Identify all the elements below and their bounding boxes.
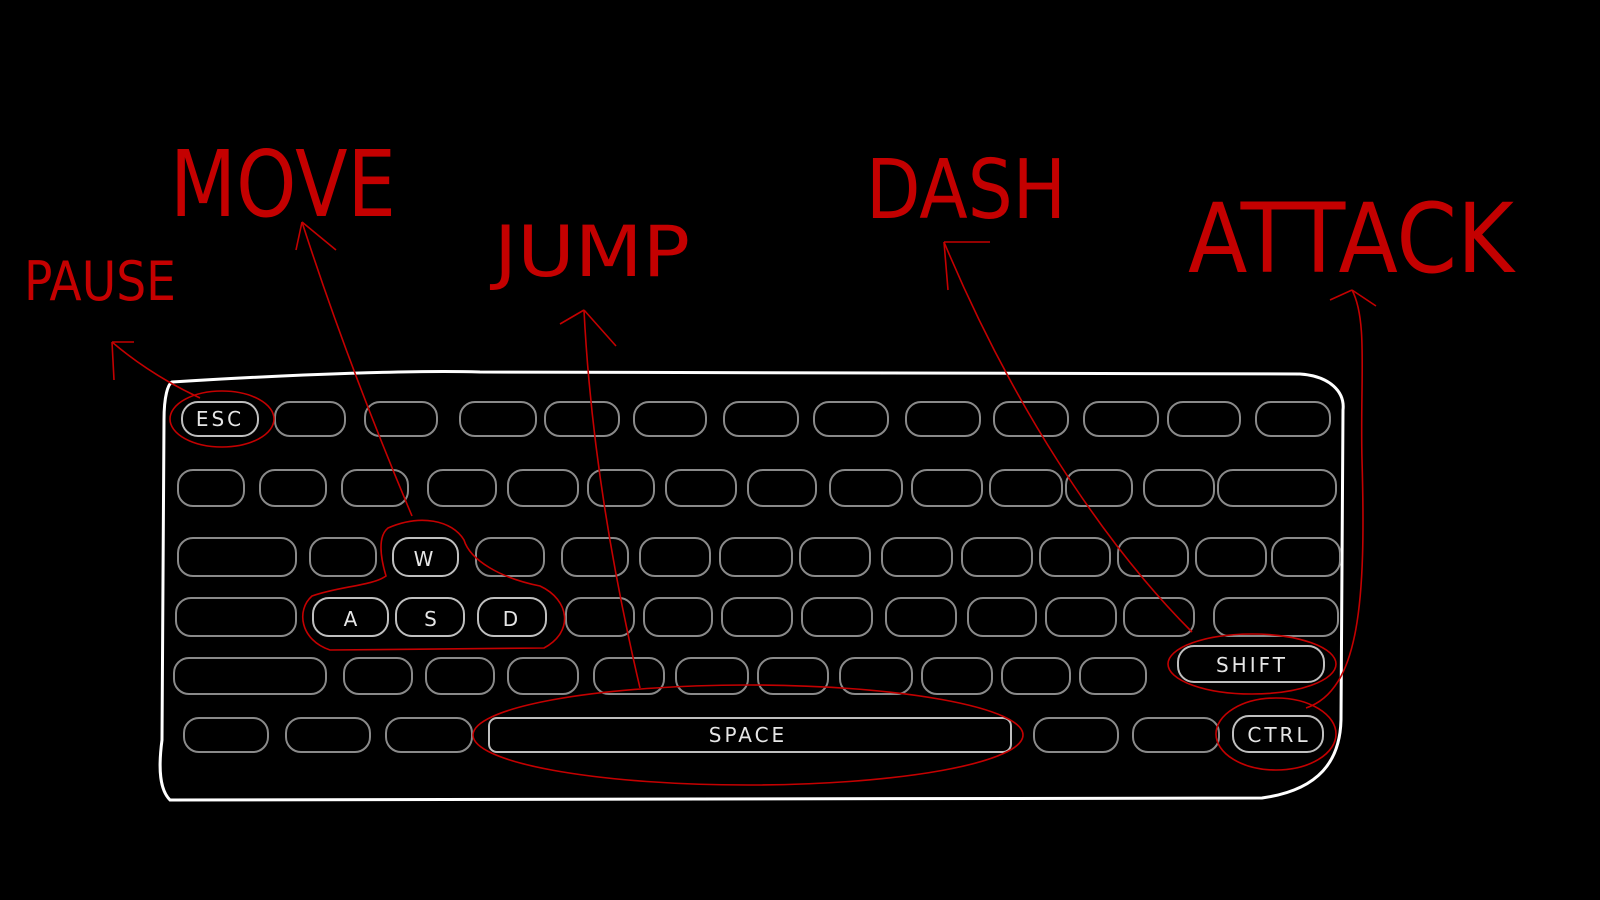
keyboard-key xyxy=(813,401,889,437)
keyboard-key xyxy=(1083,401,1159,437)
keyboard-key xyxy=(343,657,413,695)
jump-arrow xyxy=(559,309,641,689)
keyboard-key xyxy=(259,469,327,507)
keyboard-key xyxy=(427,469,497,507)
keyboard-key xyxy=(993,401,1069,437)
keyboard-key xyxy=(639,537,711,577)
d-key-label: D xyxy=(503,607,521,631)
keyboard-key xyxy=(829,469,903,507)
s-key-label: S xyxy=(424,607,440,631)
jump-label: JUMP xyxy=(490,211,690,293)
keyboard-key xyxy=(967,597,1037,637)
plain-keys xyxy=(173,401,1341,753)
keyboard-key xyxy=(177,537,297,577)
keyboard-key xyxy=(881,537,953,577)
shift-key: SHIFT xyxy=(1177,645,1325,683)
keyboard-key xyxy=(561,537,629,577)
dash-arrow xyxy=(943,241,1193,633)
keyboard-key xyxy=(665,469,737,507)
keyboard-key xyxy=(1039,537,1111,577)
keyboard-key xyxy=(839,657,913,695)
esc-key: ESC xyxy=(181,401,259,437)
keyboard-key xyxy=(1132,717,1220,753)
keyboard-key xyxy=(633,401,707,437)
ctrl-key: CTRL xyxy=(1232,715,1324,753)
a-key-label: A xyxy=(344,607,361,631)
keyboard-key xyxy=(921,657,993,695)
keyboard-key xyxy=(1271,537,1341,577)
keyboard-key xyxy=(1065,469,1133,507)
keyboard-key xyxy=(1123,597,1195,637)
keyboard-key xyxy=(1255,401,1331,437)
keyboard-key xyxy=(309,537,377,577)
w-key-label: W xyxy=(414,547,437,571)
move-label: MOVE xyxy=(170,131,396,238)
keyboard-key xyxy=(1217,469,1337,507)
keyboard-key xyxy=(1213,597,1339,637)
keyboard-key xyxy=(565,597,635,637)
keyboard-key xyxy=(587,469,655,507)
keyboard-key xyxy=(1001,657,1071,695)
keyboard-key xyxy=(475,537,545,577)
attack-label: ATTACK xyxy=(1188,183,1516,295)
keyboard-key xyxy=(1033,717,1119,753)
keyboard-key xyxy=(1117,537,1189,577)
keyboard-key xyxy=(364,401,438,437)
keyboard-key xyxy=(801,597,873,637)
d-key: D xyxy=(477,597,547,637)
keyboard-key xyxy=(961,537,1033,577)
ctrl-highlight xyxy=(1215,697,1337,771)
wasd-highlight xyxy=(301,519,566,651)
pause-arrow xyxy=(111,341,201,399)
keyboard-key xyxy=(175,597,297,637)
a-key: A xyxy=(312,597,389,637)
keyboard-key xyxy=(274,401,346,437)
keyboard-key xyxy=(183,717,269,753)
keyboard-key xyxy=(507,657,579,695)
space-key: SPACE xyxy=(488,717,1012,753)
space-key-label: SPACE xyxy=(709,723,787,747)
pause-label: PAUSE xyxy=(24,250,176,313)
keyboard-key xyxy=(723,401,799,437)
keyboard-frame xyxy=(158,369,1345,802)
keyboard-key xyxy=(1195,537,1267,577)
s-key: S xyxy=(395,597,465,637)
keyboard-key xyxy=(173,657,327,695)
keyboard-key xyxy=(1167,401,1241,437)
keyboard-key xyxy=(885,597,957,637)
ctrl-key-label: CTRL xyxy=(1247,723,1310,747)
keyboard-key xyxy=(1143,469,1215,507)
keyboard-key xyxy=(1079,657,1147,695)
move-arrow xyxy=(295,221,413,517)
keyboard-key xyxy=(341,469,409,507)
keyboard-key xyxy=(593,657,665,695)
keyboard-key xyxy=(757,657,829,695)
shift-highlight xyxy=(1167,633,1337,695)
keyboard-key xyxy=(721,597,793,637)
keyboard-key xyxy=(1045,597,1117,637)
keyboard-key xyxy=(675,657,749,695)
dash-label: DASH xyxy=(866,143,1066,238)
space-highlight xyxy=(472,684,1024,786)
keyboard-key xyxy=(177,469,245,507)
keyboard-key xyxy=(544,401,620,437)
keyboard-key xyxy=(285,717,371,753)
keyboard-key xyxy=(385,717,473,753)
keyboard-key xyxy=(719,537,793,577)
shift-key-label: SHIFT xyxy=(1216,653,1288,677)
keyboard-key xyxy=(905,401,981,437)
keyboard-key xyxy=(747,469,817,507)
keyboard-key xyxy=(911,469,983,507)
keyboard-key xyxy=(459,401,537,437)
keyboard-key xyxy=(989,469,1063,507)
keyboard-key xyxy=(799,537,871,577)
keyboard-key xyxy=(507,469,579,507)
keyboard-key xyxy=(425,657,495,695)
esc-key-label: ESC xyxy=(196,407,244,431)
esc-highlight xyxy=(169,390,275,448)
w-key: W xyxy=(392,537,459,577)
attack-arrow xyxy=(1305,289,1377,709)
keyboard-key xyxy=(643,597,713,637)
